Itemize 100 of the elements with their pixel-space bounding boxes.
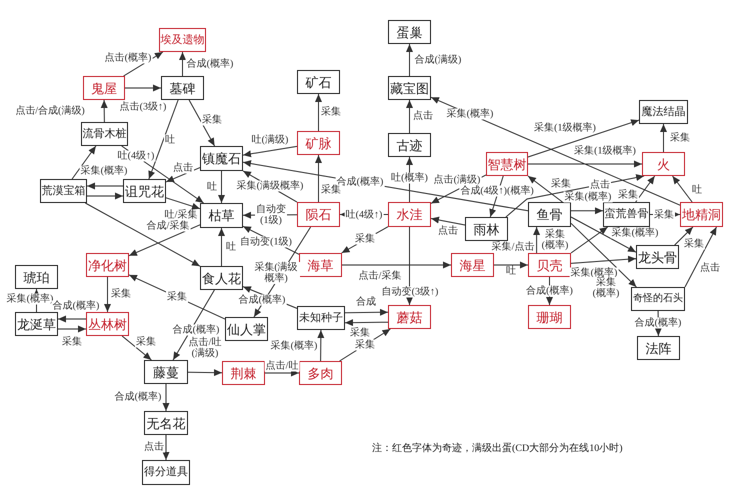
item-name: 奇怪的石头 [633,294,683,304]
arrow [162,434,170,460]
item-name: 蛋巢 [396,26,422,38]
edge-label: 点击 [143,442,165,452]
arrow [162,384,170,412]
arrow [58,326,86,332]
arrow [188,369,222,376]
arrow [674,226,694,246]
edge-label: 采集 [166,292,188,302]
item-name: 贝壳 [536,258,562,272]
arrow [570,256,636,264]
item-box [40,179,87,203]
item-name: 海草 [308,258,334,272]
arrow [218,170,225,204]
item-name: 雨林 [474,222,500,236]
arrow [684,226,717,288]
edge-label: 采集 [349,328,371,338]
item-name: 法阵 [646,342,672,354]
item-box [159,28,206,52]
edge-label: 采集(概率) [446,108,494,120]
footnote: 注：红色字体为奇迹，满级出蛋(CD大部分为在线10小时) [372,443,623,455]
item-box [603,202,650,227]
edge-label: 采集 [201,114,223,126]
arrow [104,276,111,312]
edge-label: 采集/点击 [490,242,536,252]
item-box [83,76,125,100]
edge-label: 合成(概率) [172,324,220,336]
item-box [142,460,190,485]
edge-label: 点击 [412,110,434,122]
edge-label: 点击 [699,262,721,274]
arrow [430,96,680,206]
arrow [406,226,413,306]
item-name: 无名花 [146,416,186,430]
edge-label: 吐(满级) [250,134,290,146]
arrow [86,182,124,190]
arrow [406,44,413,76]
arrow [86,192,124,200]
item-box [637,336,680,360]
edge-label: 合成(概率) [525,286,574,296]
arrow [660,124,667,152]
arrow [528,119,640,158]
item-box [144,360,188,384]
item-box [528,305,571,329]
item-box [388,133,431,157]
item-box [222,361,265,385]
edge-label: 合成 [355,296,377,308]
edge-label: 自动变(1级) [239,236,293,248]
edge-label: 吐(概率) [390,172,429,184]
item-name: 海星 [460,258,486,272]
edge-label: 采集 [61,336,83,348]
item-box [297,306,345,330]
edge-label: 点击(满级) [432,174,482,186]
edge-label: 吐(4级↑) [116,150,156,162]
edge-label: 采集 [320,106,342,118]
edge-label: 采集 [669,132,691,144]
edge-label: 吐/采集 [164,210,198,220]
edge-label: 采集 [135,336,157,348]
item-name: 矿石 [306,76,332,88]
edge-label: 点击(概率) [104,52,152,64]
arrow [570,207,604,214]
edge-label: 点击 [589,180,611,190]
item-box [123,179,166,203]
edge-label: 采集 [550,178,572,190]
arrow [342,262,452,268]
item-name: 荒漠宝箱 [42,186,86,196]
edge-label: 采集(概率) [540,229,570,251]
edge-label: 采集 [354,234,376,244]
item-box [388,305,431,329]
item-box [388,76,431,100]
item-box [631,287,685,311]
item-name: 珊瑚 [536,310,562,324]
edge-label: 采集(满级概率) [252,262,300,284]
edge-label: 点击/吐 [264,360,300,372]
item-name: 藏宝图 [390,82,429,94]
edge-label: 吐 [164,134,176,146]
arrow [344,308,388,316]
item-box [81,122,128,146]
item-name: 琥珀 [24,270,50,284]
edge-label: 点击(3级↑) [118,102,168,112]
edge-label: 合成(概率) [114,392,162,402]
item-box [486,152,528,176]
item-box [299,253,342,277]
item-name: 未知种子 [299,312,343,324]
edge-label: 合成(概率) [238,294,286,306]
item-box [200,146,243,171]
item-name: 墓碑 [170,82,196,94]
arrow [179,52,186,76]
edge-label: 合成(满级) [414,54,462,66]
arrow [570,226,608,254]
edge-label: 合成/采集 [146,220,190,232]
arrow [570,216,636,253]
item-name: 藤蔓 [153,366,179,378]
edge-label: 吐 [505,266,517,276]
edge-label: 吐 [225,242,237,252]
arrow [505,174,645,218]
arrow [430,216,466,226]
edge-label: 采集(1级概率) [533,122,597,134]
arrow [406,100,413,134]
edge-label: 自动变(1级) [255,204,287,226]
item-name: 龙涎草 [17,318,56,330]
